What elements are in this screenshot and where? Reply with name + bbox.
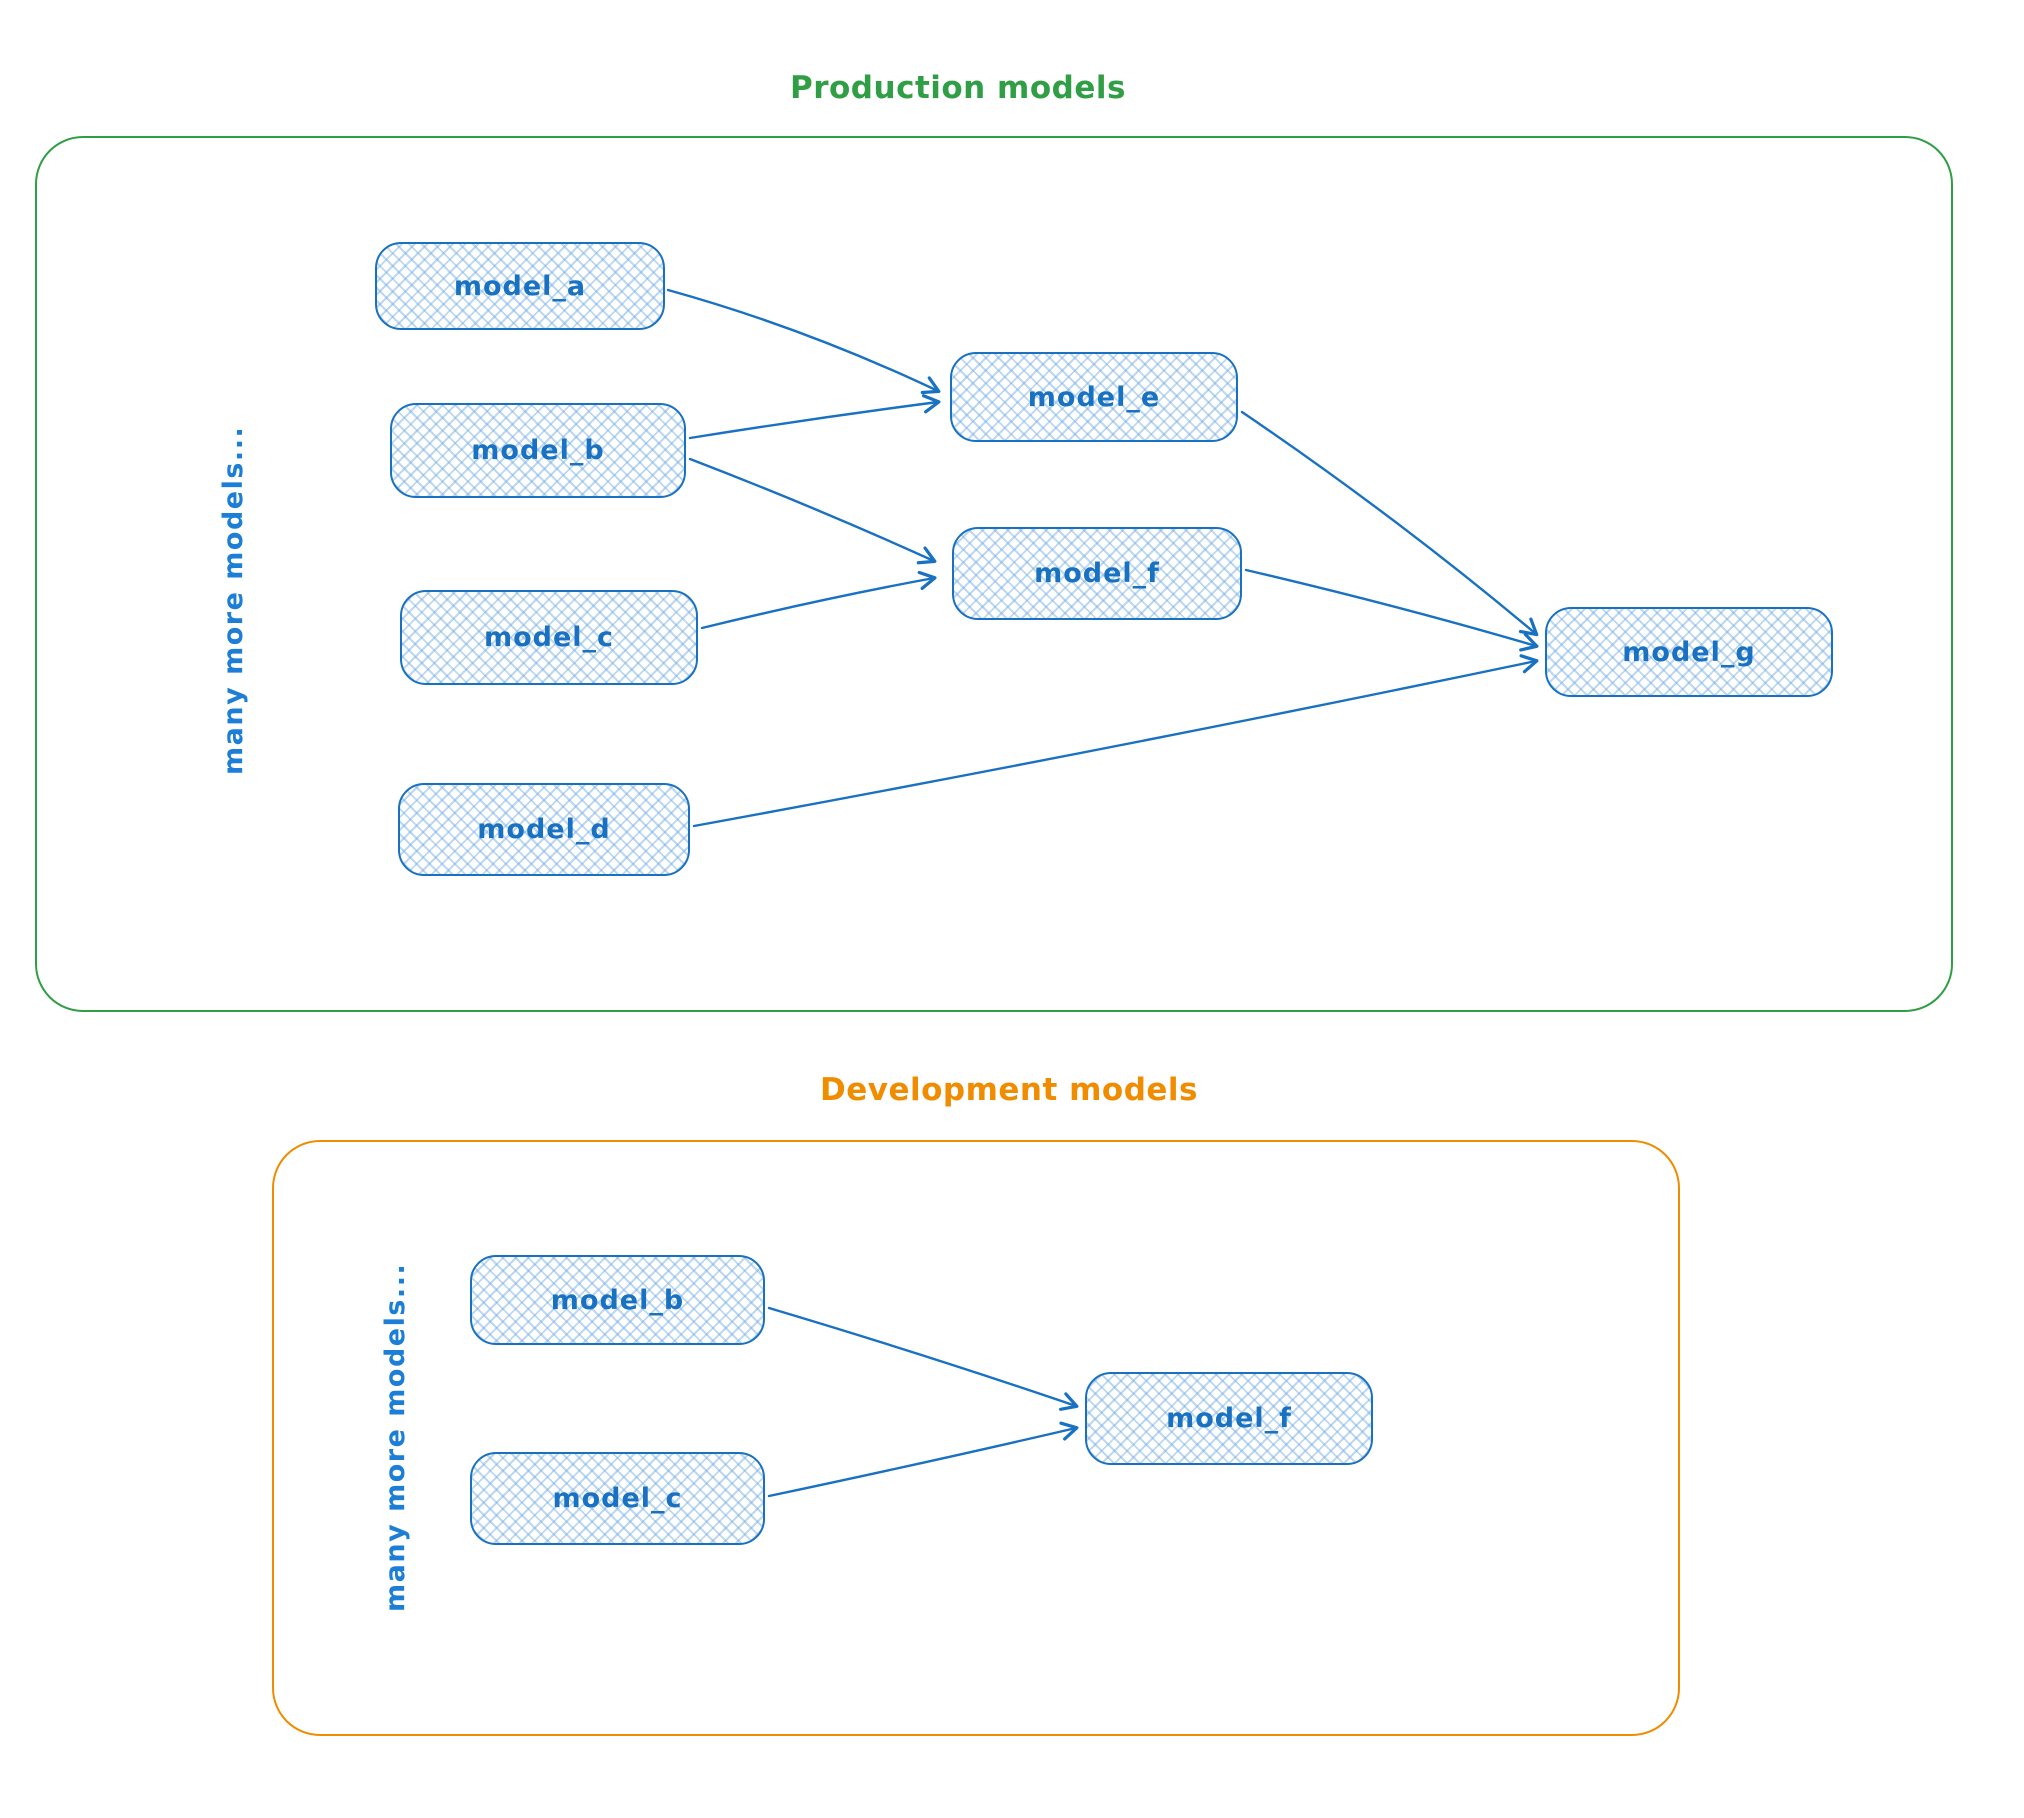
development-container [272, 1140, 1680, 1736]
development-side-label: many more models... [380, 1262, 411, 1612]
development-title: Development models [820, 1072, 1199, 1108]
node-production-model-e-label: model_e [1027, 381, 1161, 413]
node-production-model-g-label: model_g [1622, 636, 1756, 668]
node-production-model-c: model_c [400, 590, 698, 685]
node-production-model-a: model_a [375, 242, 665, 330]
node-development-model-c-label: model_c [552, 1483, 683, 1514]
node-development-model-f: model_f [1085, 1372, 1373, 1465]
node-production-model-f: model_f [952, 527, 1242, 620]
node-development-model-f-label: model_f [1166, 1403, 1292, 1434]
production-title: Production models [790, 70, 1126, 106]
node-production-model-b: model_b [390, 403, 686, 498]
node-production-model-d-label: model_d [477, 814, 611, 845]
node-production-model-c-label: model_c [483, 622, 615, 653]
node-development-model-b-label: model_b [550, 1284, 685, 1316]
production-side-label: many more models... [218, 425, 249, 775]
node-production-model-b-label: model_b [471, 435, 605, 466]
node-development-model-c: model_c [470, 1452, 765, 1545]
node-production-model-e: model_e [950, 352, 1238, 442]
node-production-model-d: model_d [398, 783, 690, 876]
production-container [35, 136, 1953, 1012]
node-production-model-g: model_g [1545, 607, 1833, 697]
node-production-model-f-label: model_f [1034, 558, 1160, 589]
node-production-model-a-label: model_a [453, 270, 587, 302]
node-development-model-b: model_b [470, 1255, 765, 1345]
